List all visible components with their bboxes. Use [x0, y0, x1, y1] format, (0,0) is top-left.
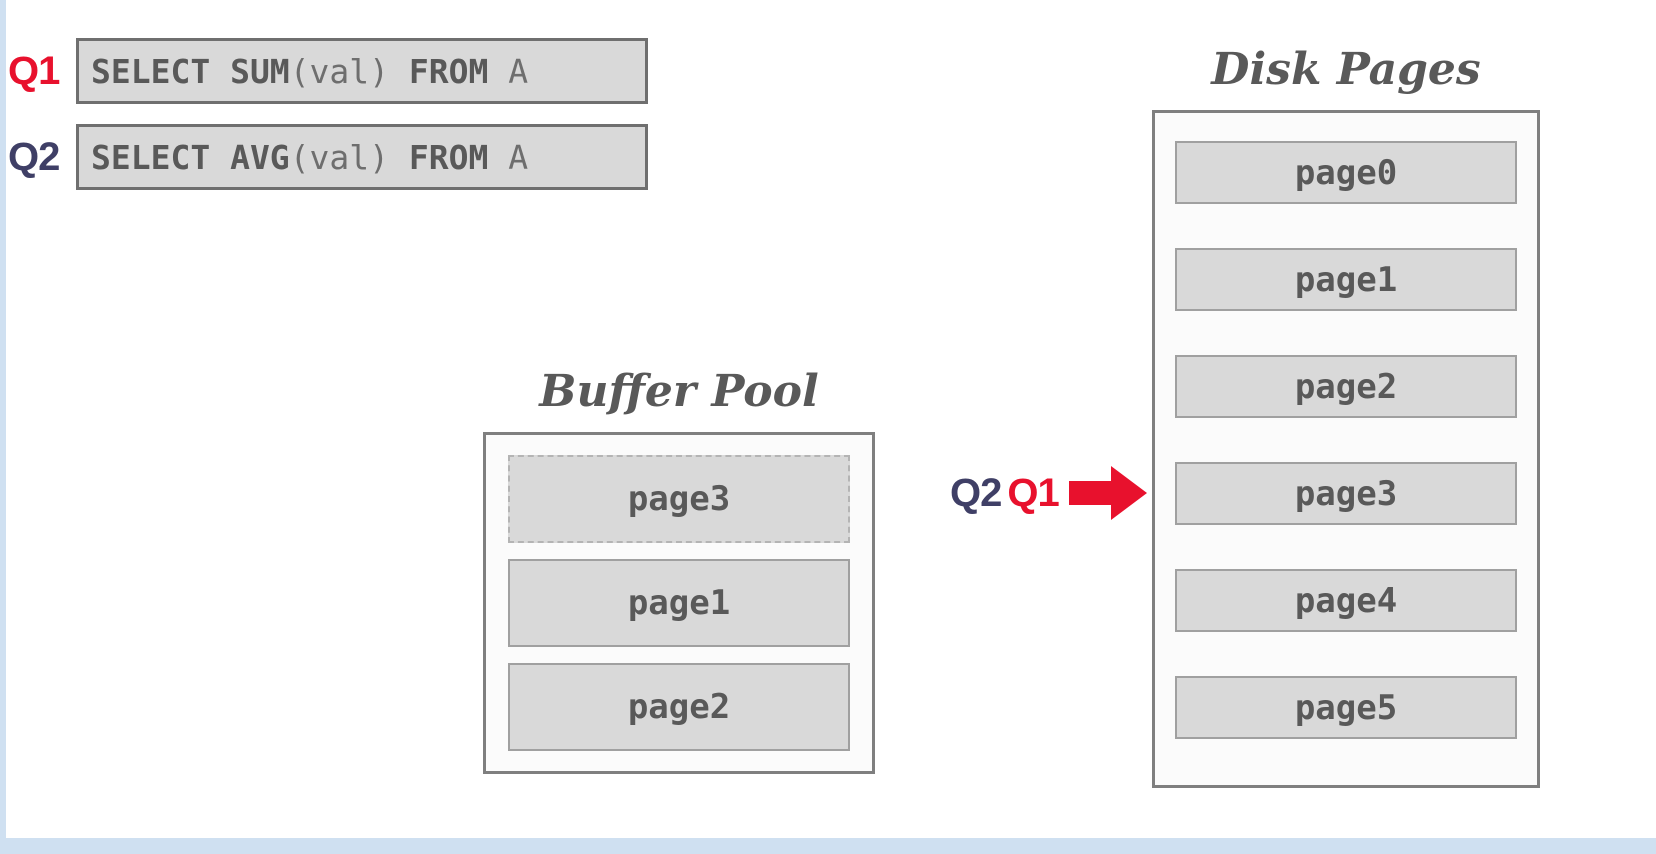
query-box-q2: SELECT AVG(val) FROM A — [76, 124, 648, 190]
query-box-q1: SELECT SUM(val) FROM A — [76, 38, 648, 104]
disk-page: page4 — [1175, 569, 1517, 632]
disk-page: page5 — [1175, 676, 1517, 739]
background-edge-left — [0, 0, 6, 854]
sql-identifier: (val) — [289, 51, 390, 91]
buffer-pool-title: Buffer Pool — [539, 366, 819, 417]
disk-pages-container: page0 page1 page2 page3 page4 page5 — [1152, 110, 1540, 788]
sql-identifier: (val) — [289, 137, 390, 177]
query-label-q2: Q2 — [8, 134, 60, 179]
sql-keyword: SELECT AVG — [91, 137, 290, 177]
sql-keyword: SELECT SUM — [91, 51, 290, 91]
fetch-request: Q2 Q1 — [950, 461, 1147, 525]
buffer-page: page3 — [508, 455, 850, 543]
fetch-label-q1: Q1 — [1007, 470, 1059, 515]
right-block-arrow-icon — [1068, 466, 1147, 520]
sql-keyword: FROM — [389, 51, 489, 91]
query-row-q1: Q1 SELECT SUM(val) FROM A — [8, 38, 648, 104]
buffer-page: page1 — [508, 559, 850, 647]
sql-identifier: A — [488, 137, 529, 177]
query-row-q2: Q2 SELECT AVG(val) FROM A — [8, 124, 648, 190]
background-edge-bottom — [0, 838, 1656, 854]
buffer-pool-container: page3 page1 page2 — [483, 432, 875, 774]
buffer-page: page2 — [508, 663, 850, 751]
disk-page: page2 — [1175, 355, 1517, 418]
disk-page: page3 — [1175, 462, 1517, 525]
fetch-label-q2: Q2 — [950, 470, 1002, 515]
disk-pages-title: Disk Pages — [1211, 44, 1481, 95]
disk-page: page0 — [1175, 141, 1517, 204]
sql-identifier: A — [488, 51, 529, 91]
disk-page: page1 — [1175, 248, 1517, 311]
sql-keyword: FROM — [389, 137, 489, 177]
query-label-q1: Q1 — [8, 48, 60, 93]
